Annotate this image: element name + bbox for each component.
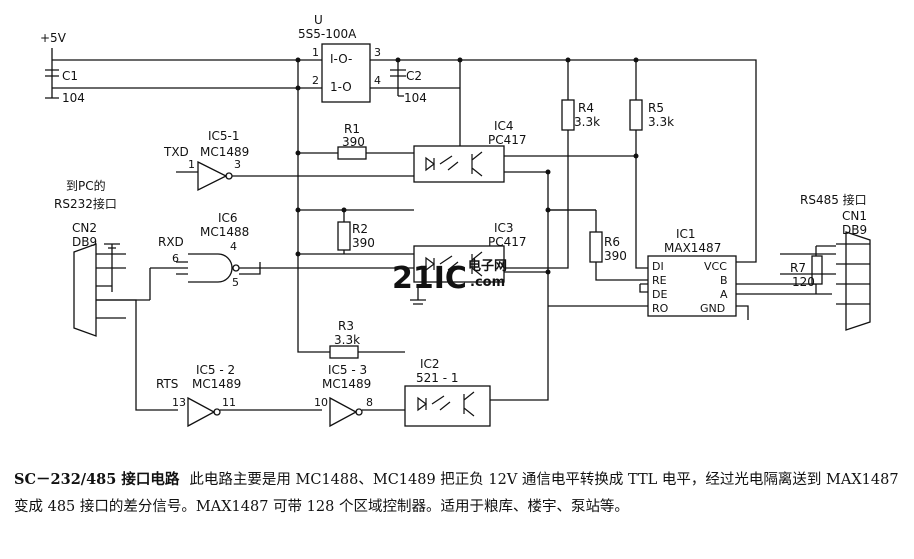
supply-label: +5V bbox=[40, 31, 67, 45]
c2-value: 104 bbox=[404, 91, 427, 105]
ic5-3-pin-in: 10 bbox=[314, 396, 328, 409]
ic5-1-pin-in: 1 bbox=[188, 158, 195, 171]
ic1-pin-a: A bbox=[720, 288, 728, 301]
ic1-pin-vcc: VCC bbox=[704, 260, 727, 273]
r6-value: 390 bbox=[604, 249, 627, 263]
ic5-3-ref: IC5 - 3 bbox=[328, 363, 367, 377]
junction-dots bbox=[295, 57, 639, 275]
ic5-2-signal: RTS bbox=[156, 377, 178, 391]
regulator-pin2: 2 bbox=[312, 74, 319, 87]
ic6-signal: RXD bbox=[158, 235, 184, 249]
watermark-text1: 电子网 bbox=[468, 258, 507, 274]
ic1-pin-gnd: GND bbox=[700, 302, 725, 315]
ic1-part: MAX1487 bbox=[664, 241, 721, 255]
r1-value: 390 bbox=[342, 135, 365, 149]
r2-value: 390 bbox=[352, 236, 375, 250]
r5-name: R5 bbox=[648, 101, 664, 115]
ic6-ref: IC6 bbox=[218, 211, 238, 225]
r7-name: R7 bbox=[790, 261, 806, 275]
wires bbox=[45, 43, 871, 428]
r6-name: R6 bbox=[604, 235, 620, 249]
ic1-pin-re: RE bbox=[652, 274, 667, 287]
regulator-pin3: 3 bbox=[374, 46, 381, 59]
ic1-pin-di: DI bbox=[652, 260, 664, 273]
caption-title: SC－232/485 接口电路 bbox=[14, 471, 180, 488]
ic5-1-pin-out: 3 bbox=[234, 158, 241, 171]
ic1-pin-b: B bbox=[720, 274, 728, 287]
watermark-logo: 21IC bbox=[392, 261, 467, 296]
ic4-ref: IC4 bbox=[494, 119, 514, 133]
cn2-type: DB9 bbox=[72, 235, 97, 249]
pc-label-line2: RS232接口 bbox=[54, 196, 117, 211]
ic5-2-part: MC1489 bbox=[192, 377, 241, 391]
regulator-io-top: I-O- bbox=[330, 52, 352, 66]
regulator-pin4: 4 bbox=[374, 74, 381, 87]
rs485-label: RS485 接口 bbox=[800, 192, 867, 207]
ic1-pin-ro: RO bbox=[652, 302, 669, 315]
watermark-text2: .com bbox=[470, 275, 505, 290]
ic2-part: 521 - 1 bbox=[416, 371, 459, 385]
pc-label-line1: 到PC的 bbox=[66, 178, 106, 193]
ic3-ref: IC3 bbox=[494, 221, 514, 235]
regulator-io-bottom: 1-O bbox=[330, 80, 352, 94]
ic3-part: PC417 bbox=[488, 235, 527, 249]
ic5-2-ref: IC5 - 2 bbox=[196, 363, 235, 377]
ic6-pin-b: 5 bbox=[232, 276, 239, 289]
ic5-1-part: MC1489 bbox=[200, 145, 249, 159]
regulator-part: 5S5-100A bbox=[298, 27, 357, 41]
cn2-ref: CN2 bbox=[72, 221, 97, 235]
ic6-pin-a: 4 bbox=[230, 240, 237, 253]
ic1-pin-de: DE bbox=[652, 288, 667, 301]
regulator-pin1: 1 bbox=[312, 46, 319, 59]
cn1-ref: CN1 bbox=[842, 209, 867, 223]
caption-body: 此电路主要是用 MC1488、MC1489 把正负 12V 通信电平转换成 TT… bbox=[14, 472, 899, 515]
ic5-3-pin-out: 8 bbox=[366, 396, 373, 409]
cn1-type: DB9 bbox=[842, 223, 867, 237]
ic5-1-ref: IC5-1 bbox=[208, 129, 240, 143]
figure-caption: SC－232/485 接口电路此电路主要是用 MC1488、MC1489 把正负… bbox=[14, 466, 900, 521]
ic5-2-pin-out: 11 bbox=[222, 396, 236, 409]
c1-name: C1 bbox=[62, 69, 78, 83]
ic6-part: MC1488 bbox=[200, 225, 249, 239]
ic2-ref: IC2 bbox=[420, 357, 440, 371]
ic1-ref: IC1 bbox=[676, 227, 696, 241]
r7-value: 120 bbox=[792, 275, 815, 289]
circuit-schematic: +5V C1 104 C2 104 U 5S5-100A I-O- 1-O 1 … bbox=[40, 13, 871, 428]
r3-value: 3.3k bbox=[334, 333, 360, 347]
c1-value: 104 bbox=[62, 91, 85, 105]
ic5-1-signal: TXD bbox=[163, 145, 189, 159]
r1-name: R1 bbox=[344, 122, 360, 136]
r2-name: R2 bbox=[352, 222, 368, 236]
opto-glyphs bbox=[417, 151, 483, 417]
regulator-ref: U bbox=[314, 13, 323, 27]
ic5-2-pin-in: 13 bbox=[172, 396, 186, 409]
r4-value: 3.3k bbox=[574, 115, 600, 129]
r3-name: R3 bbox=[338, 319, 354, 333]
ic4-part: PC417 bbox=[488, 133, 527, 147]
ic5-3-part: MC1489 bbox=[322, 377, 371, 391]
r5-value: 3.3k bbox=[648, 115, 674, 129]
c2-name: C2 bbox=[406, 69, 422, 83]
ic6-pin-out: 6 bbox=[172, 252, 179, 265]
r4-name: R4 bbox=[578, 101, 594, 115]
